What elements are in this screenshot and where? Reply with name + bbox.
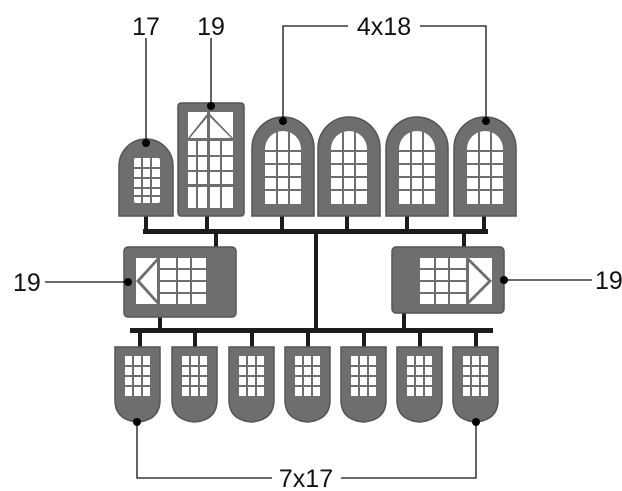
lower-window: [228, 346, 275, 423]
wide-window-right: [391, 246, 505, 314]
lower-window: [171, 346, 218, 423]
callout-dot: [472, 418, 480, 426]
sprue-center-spine: [314, 229, 318, 333]
sprue-stub: [158, 315, 162, 330]
sprue-stub: [250, 331, 254, 347]
arched-window: [251, 116, 315, 217]
sprue-stub: [418, 331, 422, 347]
small-arched-window: [118, 138, 174, 217]
sprue-stub: [474, 331, 478, 347]
sprue-stub: [280, 215, 284, 231]
lower-window: [396, 346, 443, 423]
sprue-frame: [130, 215, 493, 347]
sprue-stub: [214, 232, 218, 247]
sprue-stub: [482, 215, 486, 231]
arched-window: [453, 116, 517, 217]
callout-dot: [207, 102, 215, 110]
sprue-stub: [362, 331, 366, 347]
lower-window: [114, 346, 161, 423]
door-with-fanlight: [177, 102, 245, 217]
arched-window: [317, 116, 381, 217]
wide-window-left: [123, 246, 237, 318]
callout-label-19-door: 19: [197, 13, 225, 41]
sprue-stub: [138, 331, 142, 347]
sprue-stub: [402, 312, 406, 330]
callout-17: 17: [132, 13, 160, 147]
callout-dot: [279, 117, 287, 125]
arched-window: [385, 116, 449, 217]
sprue-stub: [405, 215, 409, 231]
callout-label-19-right: 19: [595, 267, 622, 295]
callout-4x18: 4x18: [279, 13, 490, 125]
callout-7x17: 7x17: [133, 418, 480, 491]
sprue-stub: [144, 215, 148, 231]
callout-label-19-left: 19: [13, 269, 41, 297]
lower-window: [340, 346, 387, 423]
callout-dot: [133, 418, 141, 426]
callout-dot: [482, 117, 490, 125]
callout-dot: [142, 139, 150, 147]
callout-19-door: 19: [197, 13, 225, 110]
callout-dot: [500, 276, 508, 284]
lower-window: [284, 346, 331, 423]
sprue-stub: [462, 232, 466, 247]
sprue-stub: [345, 215, 349, 231]
callout-label-7x17: 7x17: [279, 465, 333, 491]
lower-window: [452, 346, 499, 423]
callout-19-left: 19: [13, 269, 132, 297]
sprue-stub: [306, 331, 310, 347]
callout-label-17: 17: [132, 13, 160, 41]
callout-dot: [124, 278, 132, 286]
callout-label-4x18: 4x18: [357, 13, 411, 41]
sprue-bottom-bar: [130, 328, 493, 333]
sprue-stub: [205, 215, 209, 231]
callout-19-right: 19: [500, 267, 622, 295]
sprue-stub: [193, 331, 197, 347]
